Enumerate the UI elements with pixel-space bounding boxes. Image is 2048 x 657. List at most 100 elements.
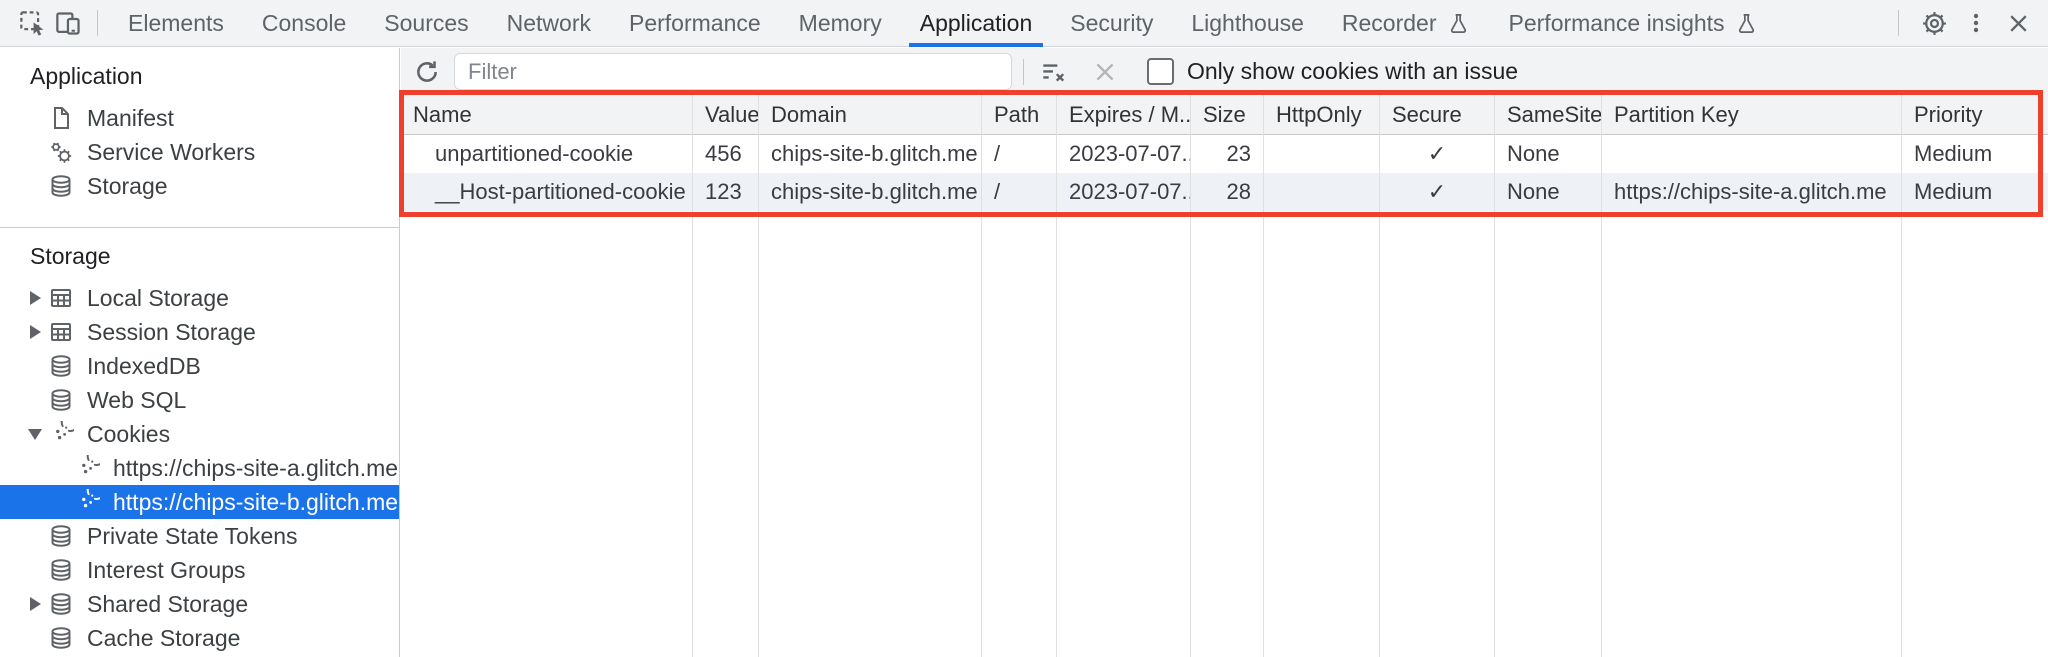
cell-partition-key[interactable] [1602,135,1901,173]
tab-label: Lighthouse [1191,9,1304,36]
tab-recorder[interactable]: Recorder [1323,0,1490,47]
sidebar-item-storage[interactable]: Storage [0,169,399,203]
cell-value[interactable]: 123 [693,173,758,211]
cell-path[interactable]: / [994,141,1001,166]
column-size: Size 23 28 [1191,95,1264,657]
tab-elements[interactable]: Elements [109,0,243,47]
cell-value[interactable]: 456 [705,141,742,166]
cell-secure-checkmark[interactable]: ✓ [1427,141,1447,166]
tab-lighthouse[interactable]: Lighthouse [1172,0,1323,47]
tab-performance[interactable]: Performance [610,0,780,47]
column-header-domain[interactable]: Domain [759,95,981,135]
cell-name[interactable]: unpartitioned-cookie [435,141,634,166]
cell-priority[interactable]: Medium [1914,141,1993,166]
sidebar-item-manifest[interactable]: Manifest [0,101,399,135]
sidebar-item-label: https://chips-site-a.glitch.me [113,454,399,481]
sidebar-item-cookies-chips-site-a[interactable]: https://chips-site-a.glitch.me [0,451,399,485]
tabbar-right-controls [1887,5,2048,41]
column-header-name[interactable]: Name [401,95,692,135]
database-icon [48,591,74,617]
tab-security[interactable]: Security [1051,0,1172,47]
column-header-path[interactable]: Path [982,95,1056,135]
tab-network[interactable]: Network [488,0,610,47]
database-icon [48,387,74,413]
tab-label: Network [506,9,591,36]
column-header-value[interactable]: Value [693,95,758,135]
cell-samesite[interactable]: None [1495,173,1601,211]
refresh-icon[interactable] [410,55,444,89]
settings-gear-button[interactable] [1916,5,1952,41]
sidebar-item-web-sql[interactable]: Web SQL [0,383,399,417]
device-toolbar-button[interactable] [50,5,86,41]
sidebar-item-shared-storage[interactable]: Shared Storage [0,587,399,621]
sidebar-item-label: Web SQL [87,386,187,413]
sidebar-item-cache-storage[interactable]: Cache Storage [0,621,399,655]
sidebar-item-private-state-tokens[interactable]: Private State Tokens [0,519,399,553]
cell-partition-key[interactable]: https://chips-site-a.glitch.me [1602,173,1901,211]
devtools-tabbar: Elements Console Sources Network Perform… [0,0,2048,47]
kebab-menu-button[interactable] [1958,5,1994,41]
sidebar-item-local-storage[interactable]: Local Storage [0,281,399,315]
column-httponly: HttpOnly [1264,95,1380,657]
application-sidebar: Application Manifest Service Workers Sto… [0,48,400,657]
tab-memory[interactable]: Memory [780,0,901,47]
cookie-icon [48,421,74,447]
cell-secure-checkmark[interactable]: ✓ [1380,173,1494,211]
cell-expires[interactable]: 2023-07-07... [1057,173,1190,211]
column-header-samesite[interactable]: SameSite [1495,95,1601,135]
column-header-secure[interactable]: Secure [1380,95,1494,135]
cell-samesite[interactable]: None [1507,141,1560,166]
chevron-right-icon[interactable] [22,597,48,611]
tab-label: Elements [128,9,224,36]
sidebar-item-label: Manifest [87,104,174,131]
column-header-partition-key[interactable]: Partition Key [1602,95,1901,135]
tab-sources[interactable]: Sources [365,0,487,47]
flask-icon [1446,11,1471,36]
cell-domain[interactable]: chips-site-b.glitch.me [771,141,978,166]
sidebar-item-service-workers[interactable]: Service Workers [0,135,399,169]
sidebar-item-indexeddb[interactable]: IndexedDB [0,349,399,383]
chevron-right-icon[interactable] [22,291,48,305]
table-icon [48,319,74,345]
chevron-right-icon[interactable] [22,325,48,339]
cell-name[interactable]: __Host-partitioned-cookie [401,173,692,211]
sidebar-section-title-application: Application [30,63,143,89]
tab-application[interactable]: Application [901,0,1052,47]
column-value: Value 456 123 [693,95,759,657]
cell-domain[interactable]: chips-site-b.glitch.me [759,173,981,211]
cell-httponly[interactable] [1264,173,1379,211]
inspect-element-button[interactable] [14,5,50,41]
sidebar-item-label: Storage [87,172,168,199]
column-expires: Expires / M... 2023-07-07... 2023-07-07.… [1057,95,1191,657]
database-icon [48,557,74,583]
cell-size[interactable]: 28 [1191,173,1263,211]
sidebar-item-cookies-chips-site-b[interactable]: https://chips-site-b.glitch.me [0,485,399,519]
only-show-issue-checkbox[interactable] [1147,58,1174,85]
cell-path[interactable]: / [982,173,1056,211]
sidebar-section-divider [0,227,399,228]
tab-performance-insights[interactable]: Performance insights [1490,0,1778,47]
database-icon [48,523,74,549]
sidebar-item-session-storage[interactable]: Session Storage [0,315,399,349]
column-path: Path / / [982,95,1057,657]
sidebar-item-cookies[interactable]: Cookies [0,417,399,451]
column-header-expires[interactable]: Expires / M... [1057,95,1190,135]
clear-filter-icon[interactable] [1038,57,1068,87]
sidebar-item-interest-groups[interactable]: Interest Groups [0,553,399,587]
cell-expires[interactable]: 2023-07-07... [1069,141,1190,166]
column-partition-key: Partition Key https://chips-site-a.glitc… [1602,95,1902,657]
tab-console[interactable]: Console [243,0,365,47]
column-header-size[interactable]: Size [1191,95,1263,135]
cell-size[interactable]: 23 [1226,141,1251,166]
close-devtools-button[interactable] [2000,5,2036,41]
cookie-icon [74,455,100,481]
chevron-down-icon[interactable] [22,429,48,440]
cell-priority[interactable]: Medium [1902,173,2048,211]
column-header-priority[interactable]: Priority [1902,95,2048,135]
column-header-httponly[interactable]: HttpOnly [1264,95,1379,135]
only-show-issue-label[interactable]: Only show cookies with an issue [1187,58,1519,84]
filter-input[interactable] [454,53,1012,90]
clear-search-icon[interactable] [1090,57,1120,87]
cell-httponly[interactable] [1264,135,1379,173]
